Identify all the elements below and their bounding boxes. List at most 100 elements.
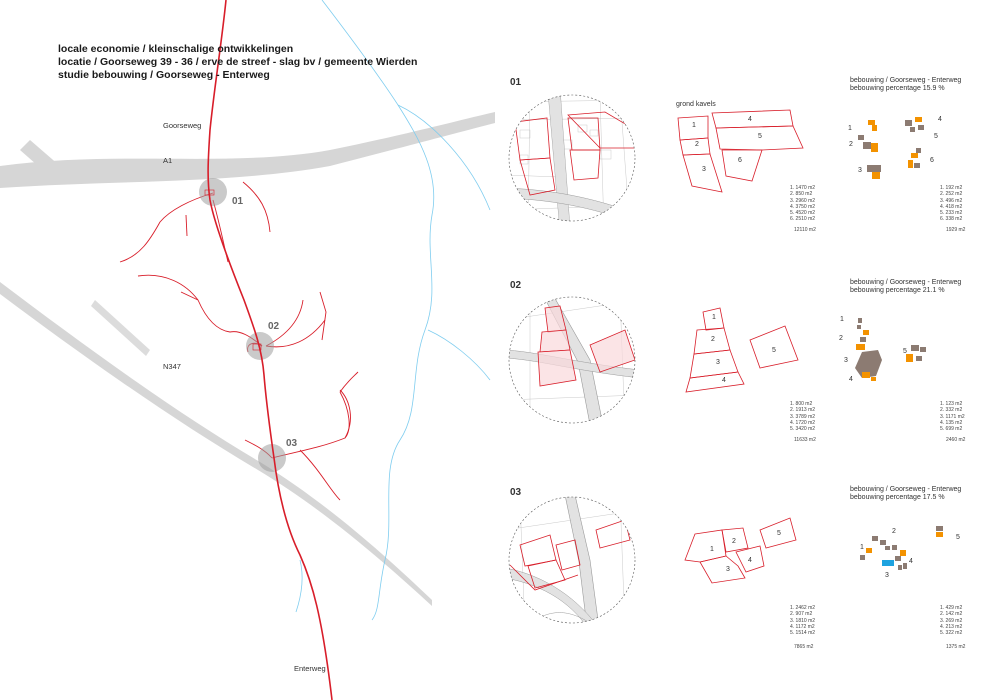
site-marker-03-label[interactable]: 03 — [286, 438, 298, 449]
row-03-plot-num-2: 2 — [732, 538, 736, 545]
row-02-plot-num-5: 5 — [772, 347, 776, 354]
list-item: 4. 1172 m2 — [790, 623, 815, 630]
list-item: 1. 800 m2 — [790, 401, 813, 407]
title-line-1: locale economie / kleinschalige ontwikke… — [58, 43, 294, 55]
sheet-title: locale economie / kleinschalige ontwikke… — [58, 43, 417, 82]
row-03-plot-num-1: 1 — [710, 546, 714, 553]
row-01-bldg-num-6: 6 — [930, 157, 934, 164]
list-item: 4. 213 m2 — [940, 623, 963, 630]
row-02-site-map — [508, 296, 636, 424]
row-03-buildings — [860, 526, 943, 570]
row-01-buildings — [858, 117, 924, 179]
row-01-plot-num-5: 5 — [758, 133, 762, 140]
list-item: 1. 429 m2 — [940, 605, 963, 611]
row-01-building-area-list: 1. 192 m2 2. 252 m2 3. 496 m2 4. 418 m2 … — [940, 185, 962, 223]
row-01-bldg-num-3: 3 — [858, 167, 862, 174]
site-marker-02-circle[interactable] — [246, 332, 274, 360]
row-02-percentage: bebouwing percentage 21.1 % — [850, 287, 945, 294]
list-item: 1. 123 m2 — [940, 401, 963, 407]
row-03-plot-total: 7865 m2 — [794, 644, 814, 650]
row-03-building-total: 1375 m2 — [946, 644, 966, 650]
row-03-plot-num-4: 4 — [748, 557, 752, 564]
list-item: 5. 1514 m2 — [790, 630, 816, 637]
list-item: 5. 322 m2 — [940, 630, 963, 637]
site-marker-01-circle[interactable] — [199, 178, 227, 206]
road-n347-branch — [91, 300, 150, 356]
title-line-3: studie bebouwing / Goorseweg - Enterweg — [58, 69, 270, 81]
list-item: 5. 3420 m2 — [790, 426, 816, 433]
list-item: 4. 418 m2 — [940, 203, 963, 210]
list-item: 2. 332 m2 — [940, 407, 963, 414]
row-01-bldg-num-4: 4 — [938, 116, 942, 123]
water-streams — [295, 0, 491, 621]
row-02-buildings — [855, 318, 926, 381]
row-01-building-total: 1929 m2 — [946, 227, 966, 233]
row-01-plot-area-list: 1. 1470 m2 2. 850 m2 3. 2960 m2 4. 3750 … — [790, 185, 815, 223]
row-02-building-total: 2460 m2 — [946, 437, 966, 443]
row-01-percentage: bebouwing percentage 15.9 % — [850, 85, 945, 92]
row-01-plot-num-6: 6 — [738, 157, 742, 164]
row-03-plot-area-list: 1. 2462 m2 2. 907 m2 3. 1810 m2 4. 1172 … — [790, 605, 815, 636]
row-03-site-map — [508, 496, 636, 624]
row-03-label: 03 — [510, 487, 522, 498]
row-01-bldg-num-2: 2 — [849, 141, 853, 148]
list-item: 1. 2462 m2 — [790, 605, 816, 611]
row-03-plot-num-3: 3 — [726, 566, 730, 573]
road-label-n347: N347 — [163, 362, 181, 371]
row-03-plot-num-5: 5 — [777, 530, 781, 537]
row-01-plot-diagram — [677, 109, 804, 193]
row-01-bldg-num-1: 1 — [848, 125, 852, 132]
list-item: 3. 1810 m2 — [790, 617, 816, 624]
list-item: 6. 2510 m2 — [790, 216, 816, 223]
title-line-2: locatie / Goorseweg 39 - 36 / erve de st… — [58, 56, 418, 68]
row-02-plot-area-list: 1. 800 m2 2. 1913 m2 3. 3789 m2 4. 1720 … — [790, 401, 815, 432]
site-02-plot — [252, 343, 262, 351]
list-item: 2. 142 m2 — [940, 611, 963, 618]
list-item: 4. 1720 m2 — [790, 419, 816, 426]
list-item: 6. 338 m2 — [940, 216, 963, 223]
list-item: 5. 4520 m2 — [790, 210, 816, 217]
row-02-bldg-num-3: 3 — [844, 357, 848, 364]
list-item: 1. 192 m2 — [940, 185, 963, 191]
list-item: 4. 3750 m2 — [790, 203, 816, 210]
row-02-plot-num-2: 2 — [711, 336, 715, 343]
list-item: 3. 1171 m2 — [940, 413, 965, 420]
row-02-bldg-num-2: 2 — [839, 335, 843, 342]
row-02-plot-num-3: 3 — [716, 359, 720, 366]
site-marker-01-label[interactable]: 01 — [232, 196, 244, 207]
row-03-percentage: bebouwing percentage 17.5 % — [850, 494, 945, 501]
row-02-plot-diagram — [685, 307, 799, 393]
list-item: 1. 1470 m2 — [790, 185, 816, 191]
site-marker-03-circle[interactable] — [258, 444, 286, 472]
row-01-site-map — [508, 94, 636, 222]
highway-a1 — [0, 112, 495, 188]
site-marker-02-label[interactable]: 02 — [268, 321, 280, 332]
row-03-bldg-num-2: 2 — [892, 528, 896, 535]
list-item: 3. 496 m2 — [940, 197, 963, 204]
road-label-a1: A1 — [163, 156, 173, 165]
highway-a1-ramp — [20, 140, 60, 172]
road-label-enterweg: Enterweg — [294, 664, 326, 673]
list-item: 2. 850 m2 — [790, 191, 813, 198]
row-02-bldg-num-4: 4 — [849, 376, 853, 383]
row-03-bldg-num-1: 1 — [860, 544, 864, 551]
row-02-heading: bebouwing / Goorseweg - Enterweg — [850, 279, 962, 286]
list-item: 2. 907 m2 — [790, 611, 813, 618]
row-03-bldg-num-3: 3 — [885, 572, 889, 579]
row-02-plot-total: 11633 m2 — [794, 437, 816, 443]
row-03-bldg-num-5: 5 — [956, 534, 960, 541]
overview-map — [0, 0, 495, 700]
row-01-bldg-num-5: 5 — [934, 133, 938, 140]
row-01-plot-num-2: 2 — [695, 141, 699, 148]
row-01-heading: bebouwing / Goorseweg - Enterweg — [850, 77, 962, 84]
list-item: 2. 1913 m2 — [790, 407, 816, 414]
main-road-goorseweg-enterweg — [207, 0, 333, 700]
plots-column-header: grond kavels — [676, 101, 716, 108]
row-03-bldg-num-4: 4 — [909, 558, 913, 565]
row-02-label: 02 — [510, 280, 522, 291]
row-03-plot-diagram — [684, 517, 797, 584]
row-03-heading: bebouwing / Goorseweg - Enterweg — [850, 486, 962, 493]
list-item: 5. 233 m2 — [940, 210, 963, 217]
list-item: 5. 699 m2 — [940, 426, 963, 433]
